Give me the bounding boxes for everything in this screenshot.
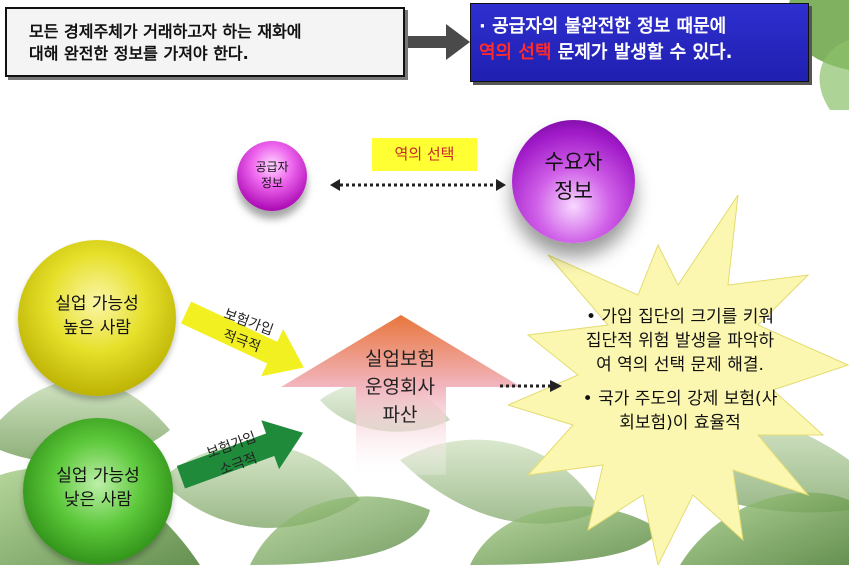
demander-orb-line-2: 정보 <box>554 179 593 203</box>
supplier-orb-line-2: 정보 <box>260 176 284 190</box>
conclusion-box: · 공급자의 불완전한 정보 때문에 역의 선택 문제가 발생할 수 있다. <box>470 3 809 82</box>
solution-point-2: • 국가 주도의 강제 보험(사회보험)이 효율적 <box>582 389 778 433</box>
conclusion-line-1: · 공급자의 불완전한 정보 때문에 <box>479 16 727 37</box>
solution-starburst <box>508 194 849 565</box>
supplier-orb-line-1: 공급자 <box>255 160 289 174</box>
supplier-info-orb: 공급자 정보 <box>237 141 307 211</box>
demander-info-orb: 수요자 정보 <box>512 120 635 243</box>
insurer-bankrupt-label: 실업보험 운영회사 파산 <box>310 345 490 429</box>
premise-box: 모든 경제주체가 거래하고자 하는 재화에 대해 완전한 정보를 가져야 한다. <box>5 7 405 77</box>
low-orb-line-1: 실업 가능성 <box>56 466 140 486</box>
center-line-2: 운영회사 <box>365 376 435 398</box>
high-risk-orb: 실업 가능성 높은 사람 <box>18 240 176 396</box>
conclusion-rest: 문제가 발생할 수 있다. <box>551 42 733 63</box>
solution-text: • 가입 집단의 크기를 키워 집단적 위험 발생을 파악하여 역의 선택 문제… <box>580 305 780 445</box>
insurer-bankrupt-shape <box>281 315 521 475</box>
center-line-3: 파산 <box>382 404 418 426</box>
high-orb-line-1: 실업 가능성 <box>55 294 139 314</box>
premise-to-conclusion-arrow <box>408 24 470 60</box>
high-orb-line-2: 높은 사람 <box>63 318 131 338</box>
low-orb-line-2: 낮은 사람 <box>64 490 132 510</box>
premise-line-2: 대해 완전한 정보를 가져야 한다. <box>29 44 249 63</box>
premise-line-1: 모든 경제주체가 거래하고자 하는 재화에 <box>29 22 302 41</box>
center-line-1: 실업보험 <box>365 348 435 370</box>
info-asymmetry-link <box>330 179 506 191</box>
active-enrollment-arrow <box>181 301 304 377</box>
to-solution-arrow <box>500 380 562 392</box>
demander-orb-line-1: 수요자 <box>544 150 603 174</box>
low-risk-orb: 실업 가능성 낮은 사람 <box>23 418 173 564</box>
passive-enrollment-arrow <box>176 420 304 489</box>
conclusion-highlight: 역의 선택 <box>479 42 552 63</box>
adverse-selection-label: 역의 선택 <box>372 138 477 171</box>
solution-point-1: • 가입 집단의 크기를 키워 집단적 위험 발생을 파악하여 역의 선택 문제… <box>585 307 775 375</box>
conclusion-line-2: 역의 선택 문제가 발생할 수 있다. <box>479 40 798 66</box>
